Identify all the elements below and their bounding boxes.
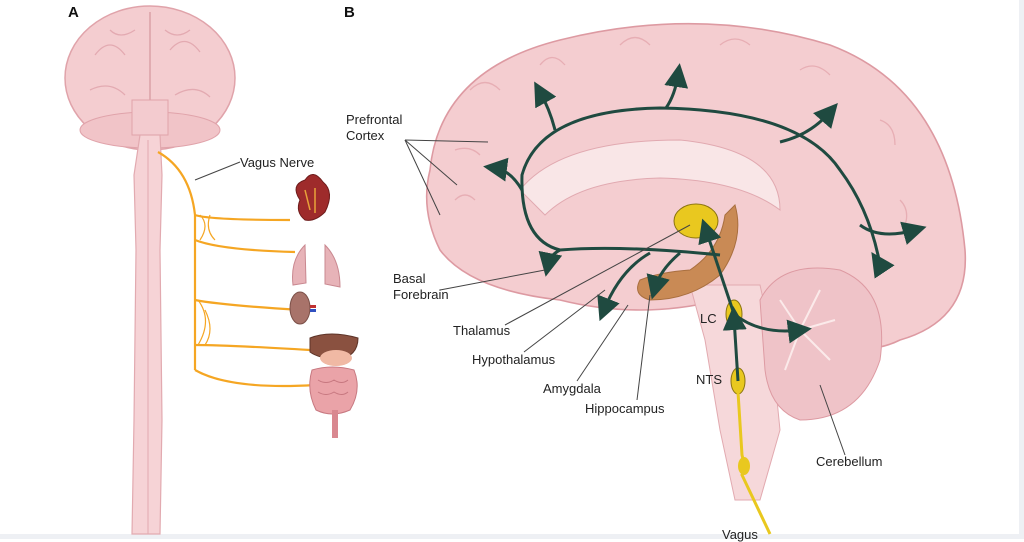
label-basal-line1: Basal (393, 271, 426, 286)
label-hypothalamus: Hypothalamus (472, 352, 556, 367)
label-prefrontal-line1: Prefrontal (346, 112, 403, 127)
label-amygdala: Amygdala (543, 381, 601, 396)
vagus-nerve-branches (157, 151, 316, 388)
label-cerebellum: Cerebellum (816, 454, 883, 469)
nodose-ganglion (738, 457, 750, 475)
panel-b-letter: B (344, 4, 355, 21)
thalamus-structure (673, 203, 719, 239)
panel-a-letter: A (68, 4, 79, 21)
liver-stomach-icon (309, 333, 359, 366)
vagus-nerve-leader-line (194, 161, 241, 181)
intestines-icon (309, 366, 358, 438)
noradrenergic-pathways (483, 63, 927, 382)
brain-sagittal-view (425, 22, 967, 501)
label-thalamus: Thalamus (453, 323, 511, 338)
label-vagus-nerve: Vagus Nerve (240, 155, 315, 170)
spinal-cord (131, 134, 163, 535)
label-leader-lines (404, 139, 846, 456)
label-lc: LC (700, 311, 717, 326)
lungs-icon (292, 243, 341, 288)
label-basal-line2: Forebrain (393, 287, 449, 302)
kidney-icon (289, 291, 316, 325)
heart-icon (295, 174, 330, 221)
label-prefrontal-line2: Cortex (346, 128, 385, 143)
label-hippocampus: Hippocampus (585, 401, 665, 416)
label-vagus: Vagus (722, 527, 758, 542)
label-nts: NTS (696, 372, 722, 387)
